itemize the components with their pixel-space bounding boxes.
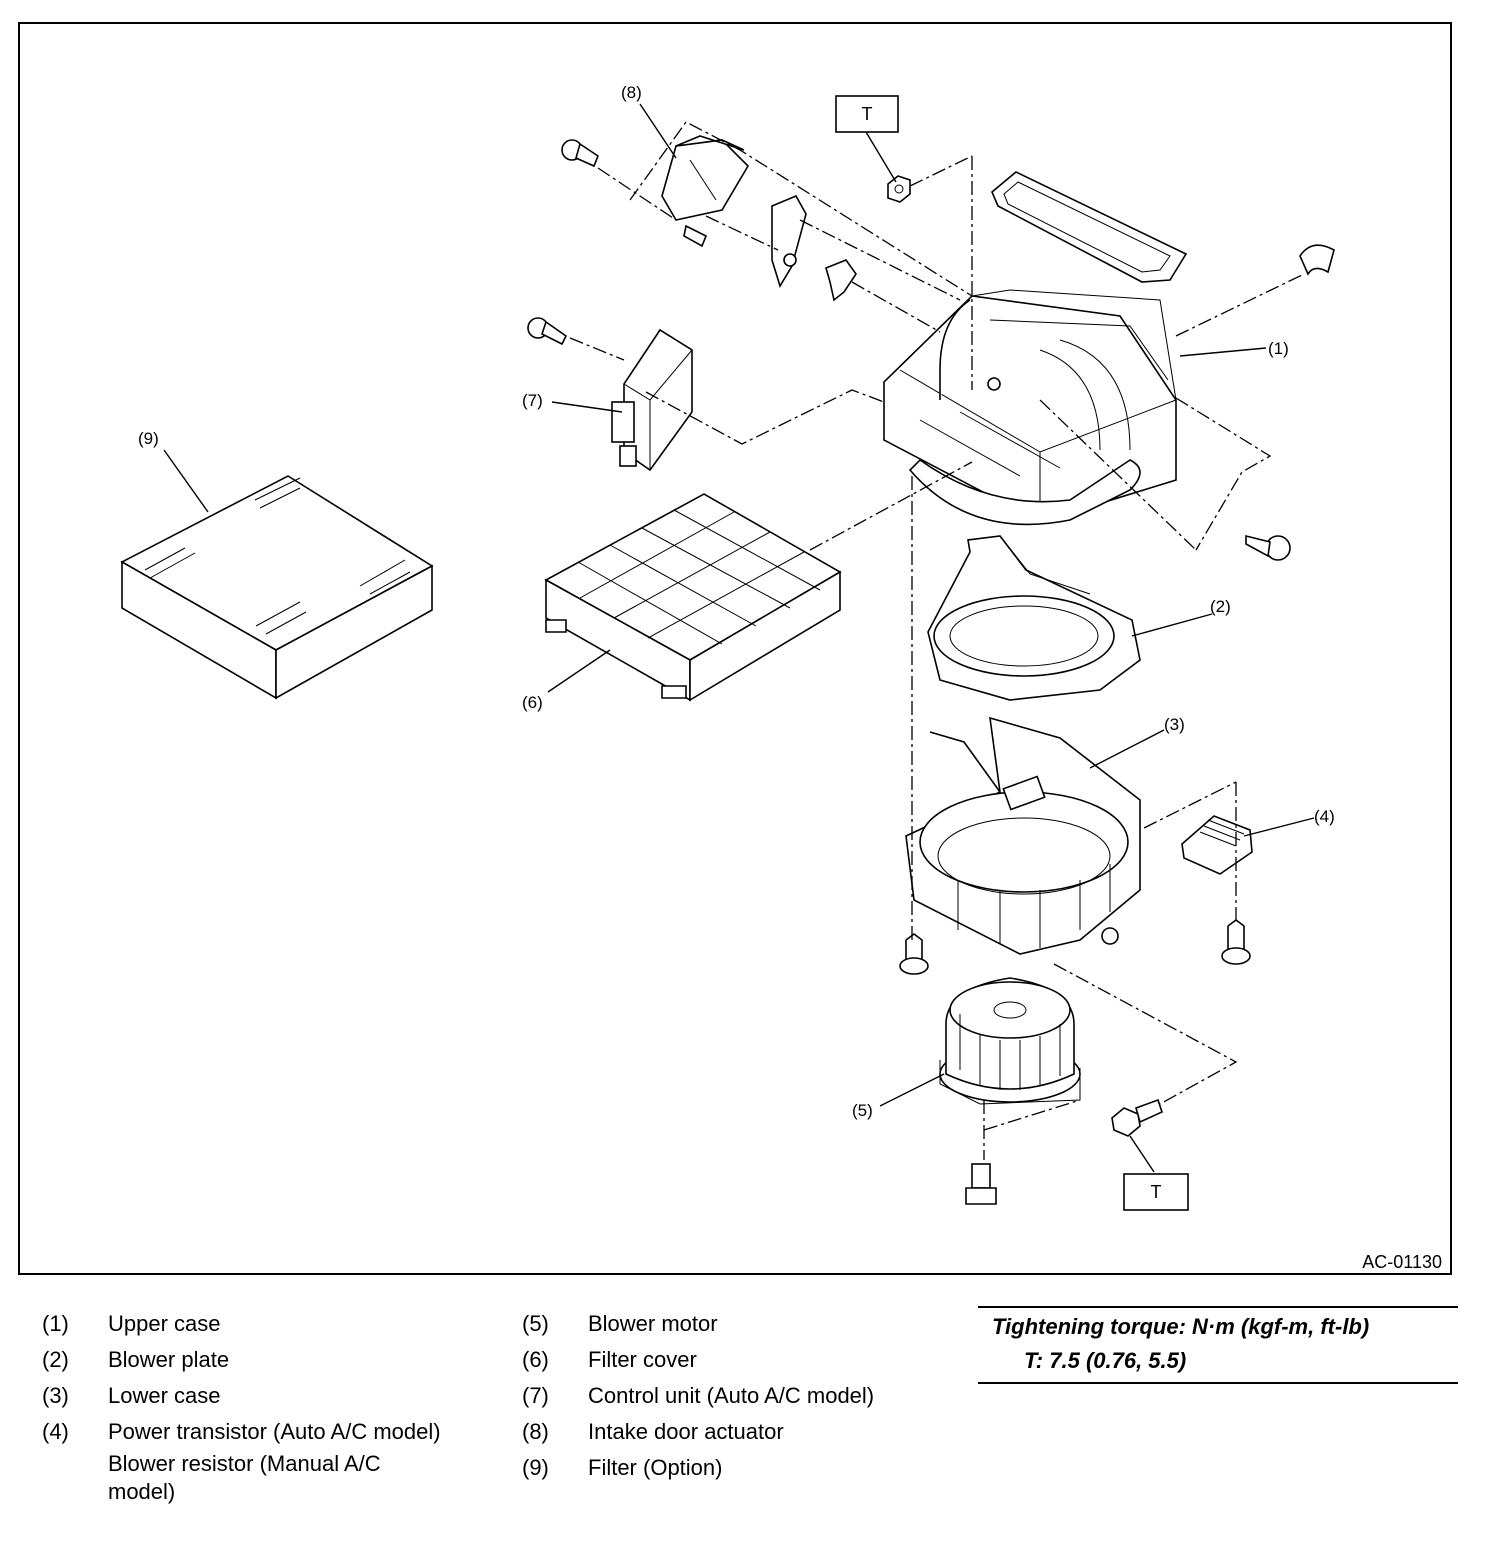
- legend-item: (1)Upper case: [42, 1311, 221, 1336]
- dash-lines: [569, 121, 1305, 1160]
- screw-upper-right: [1245, 534, 1291, 561]
- torque-heading: Tightening torque: N·m (kgf-m, ft-lb): [992, 1314, 1370, 1339]
- filter-cover-part: [544, 493, 842, 702]
- callout-9: (9): [138, 429, 159, 448]
- callout-1: (1): [1268, 339, 1289, 358]
- callout-2: (2): [1210, 597, 1231, 616]
- callout-8: (8): [621, 83, 642, 102]
- torque-label-top: T: [862, 104, 873, 124]
- legend-item: (7)Control unit (Auto A/C model): [522, 1383, 875, 1408]
- bolt-torque: [1111, 1098, 1163, 1137]
- legend-item: (4)Power transistor (Auto A/C model): [42, 1419, 441, 1444]
- callout-3: (3): [1164, 715, 1185, 734]
- nut-part: [887, 175, 911, 203]
- torque-box-top: [835, 95, 899, 133]
- intake-door-actuator-part: [561, 135, 857, 302]
- callout-4: (4): [1314, 807, 1335, 826]
- diagram-frame: [18, 22, 1452, 1275]
- legend-column-2: (5)Blower motor (6)Filter cover (7)Contr…: [522, 1306, 962, 1486]
- legend-item: (2)Blower plate: [42, 1347, 230, 1372]
- screw-8: [561, 139, 599, 168]
- callout-6: (6): [522, 693, 543, 712]
- callout-7: (7): [522, 391, 543, 410]
- bolt-motor: [965, 1163, 997, 1205]
- torque-label-bottom: T: [1151, 1182, 1162, 1202]
- upper-case-part: [883, 289, 1177, 526]
- legend-item: (8)Intake door actuator: [522, 1419, 784, 1444]
- gasket-part: [991, 171, 1188, 283]
- clip-part: [1299, 244, 1335, 276]
- screws-lower: [899, 534, 1291, 1205]
- legend-item: Blower resistor (Manual A/C model): [108, 1451, 381, 1504]
- callout-5: (5): [852, 1101, 873, 1120]
- leader-lines: [163, 103, 1315, 1173]
- blower-motor-part: [939, 977, 1081, 1105]
- control-unit-part: [527, 317, 693, 472]
- power-transistor-part: [1181, 815, 1253, 875]
- legend-item: (9)Filter (Option): [522, 1455, 723, 1480]
- legend-column-1: (1)Upper case (2)Blower plate (3)Lower c…: [42, 1306, 512, 1504]
- torque-box-bottom: [1123, 1173, 1189, 1211]
- filter-part: [120, 475, 434, 700]
- lower-case-part: [905, 716, 1141, 955]
- torque-spec-box: Tightening torque: N·m (kgf-m, ft-lb) T:…: [978, 1306, 1458, 1384]
- legend-item: (6)Filter cover: [522, 1347, 697, 1372]
- figure-code: AC-01130: [1362, 1252, 1442, 1272]
- screw-lower-left: [899, 933, 929, 975]
- torque-value: T: 7.5 (0.76, 5.5): [1024, 1348, 1187, 1373]
- screw-7: [527, 317, 568, 346]
- screw-transistor: [1221, 919, 1251, 965]
- legend-item: (3)Lower case: [42, 1383, 221, 1408]
- blower-plate-part: [927, 535, 1141, 701]
- legend-item: (5)Blower motor: [522, 1311, 718, 1336]
